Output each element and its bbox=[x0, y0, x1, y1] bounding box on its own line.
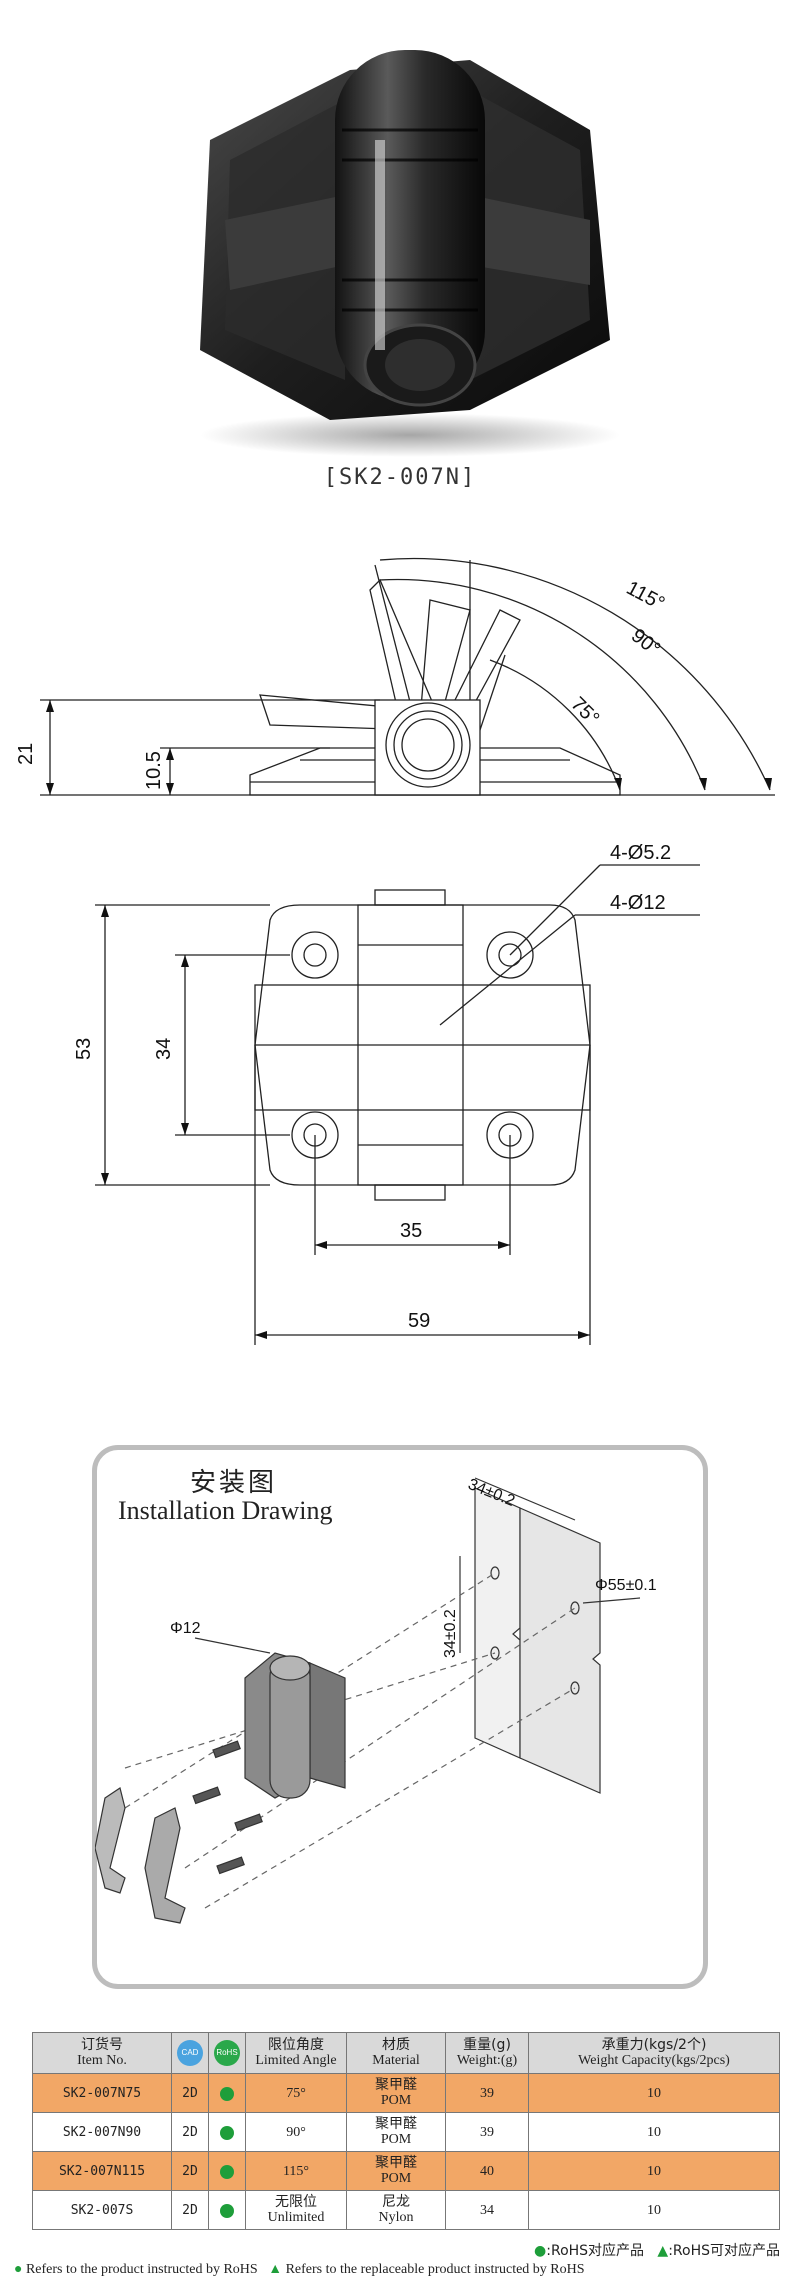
rohs-dot-icon-en: ● bbox=[14, 2262, 23, 2277]
cell-rohs bbox=[208, 2073, 246, 2113]
rohs-dot-icon bbox=[220, 2204, 234, 2219]
cell-item: SK2-007N75 bbox=[32, 2073, 172, 2113]
dim-label-59: 59 bbox=[408, 1310, 430, 1332]
cell-angle: 90° bbox=[245, 2112, 347, 2152]
cad-icon: CAD bbox=[177, 2040, 203, 2066]
installation-title-zh: 安装图 bbox=[190, 1468, 278, 1498]
cell-item: SK2-007N90 bbox=[32, 2112, 172, 2152]
angle-label-75: 75° bbox=[566, 693, 603, 730]
hole-label-large: 4-Ø12 bbox=[610, 892, 666, 914]
cell-item: SK2-007N115 bbox=[32, 2151, 172, 2191]
top-view-drawing: 4-Ø5.2 4-Ø12 53 34 35 59 bbox=[73, 842, 700, 1345]
angle-label-90: 90° bbox=[627, 625, 664, 661]
cell-angle: 115° bbox=[245, 2151, 347, 2191]
dim-label-35: 35 bbox=[400, 1220, 422, 1242]
col-cad: CAD bbox=[171, 2032, 209, 2074]
rohs-triangle-icon-en: ▲ bbox=[268, 2262, 283, 2277]
col-rohs: RoHS bbox=[208, 2032, 246, 2074]
installation-panel bbox=[92, 1445, 708, 1989]
col-capacity: 承重力(kgs/2个)Weight Capacity(kgs/2pcs) bbox=[528, 2032, 780, 2074]
label-pitch-vertical: 34±0.2 bbox=[442, 1609, 459, 1658]
rohs-dot-icon bbox=[220, 2126, 234, 2141]
cell-weight: 40 bbox=[445, 2151, 529, 2191]
installation-title-en: Installation Drawing bbox=[118, 1496, 333, 1525]
dim-label-34: 34 bbox=[153, 1038, 175, 1060]
cell-cad: 2D bbox=[171, 2112, 209, 2152]
legend-en: ● Refers to the product instructed by Ro… bbox=[14, 2262, 585, 2277]
col-weight: 重量(g)Weight:(g) bbox=[445, 2032, 529, 2074]
cell-rohs bbox=[208, 2151, 246, 2191]
label-panel-hole: Φ55±0.1 bbox=[595, 1577, 657, 1594]
cell-weight: 39 bbox=[445, 2073, 529, 2113]
label-hinge-dia: Φ12 bbox=[170, 1620, 201, 1637]
cell-cad: 2D bbox=[171, 2151, 209, 2191]
rohs-dot-icon: ● bbox=[534, 2243, 547, 2259]
cell-rohs bbox=[208, 2112, 246, 2152]
dim-label-53: 53 bbox=[73, 1038, 95, 1060]
rohs-icon: RoHS bbox=[214, 2040, 240, 2066]
cell-angle: 75° bbox=[245, 2073, 347, 2113]
cell-rohs bbox=[208, 2190, 246, 2230]
cell-weight: 39 bbox=[445, 2112, 529, 2152]
angle-label-115: 115° bbox=[623, 577, 669, 615]
cell-capacity: 10 bbox=[528, 2112, 780, 2152]
rohs-dot-icon bbox=[220, 2165, 234, 2180]
cell-item: SK2-007S bbox=[32, 2190, 172, 2230]
rohs-dot-icon bbox=[220, 2087, 234, 2102]
product-caption: [SK2-007N] bbox=[323, 465, 477, 490]
cell-capacity: 10 bbox=[528, 2073, 780, 2113]
height-label-21: 21 bbox=[15, 743, 37, 765]
height-label-10-5: 10.5 bbox=[143, 751, 165, 790]
cell-weight: 34 bbox=[445, 2190, 529, 2230]
hole-label-small: 4-Ø5.2 bbox=[610, 842, 671, 864]
cell-cad: 2D bbox=[171, 2073, 209, 2113]
side-view-drawing: 115° 90° 75° 21 10.5 bbox=[15, 557, 775, 796]
rohs-triangle-icon: ▲ bbox=[657, 2243, 669, 2259]
installation-drawing: 34±0.2 34±0.2 Φ55±0.1 Φ12 bbox=[95, 1476, 657, 1924]
cell-capacity: 10 bbox=[528, 2151, 780, 2191]
legend-zh: ●:RoHS对应产品 ▲:RoHS可对应产品 bbox=[534, 2243, 780, 2259]
cell-cad: 2D bbox=[171, 2190, 209, 2230]
product-photo bbox=[200, 50, 620, 457]
cell-capacity: 10 bbox=[528, 2190, 780, 2230]
